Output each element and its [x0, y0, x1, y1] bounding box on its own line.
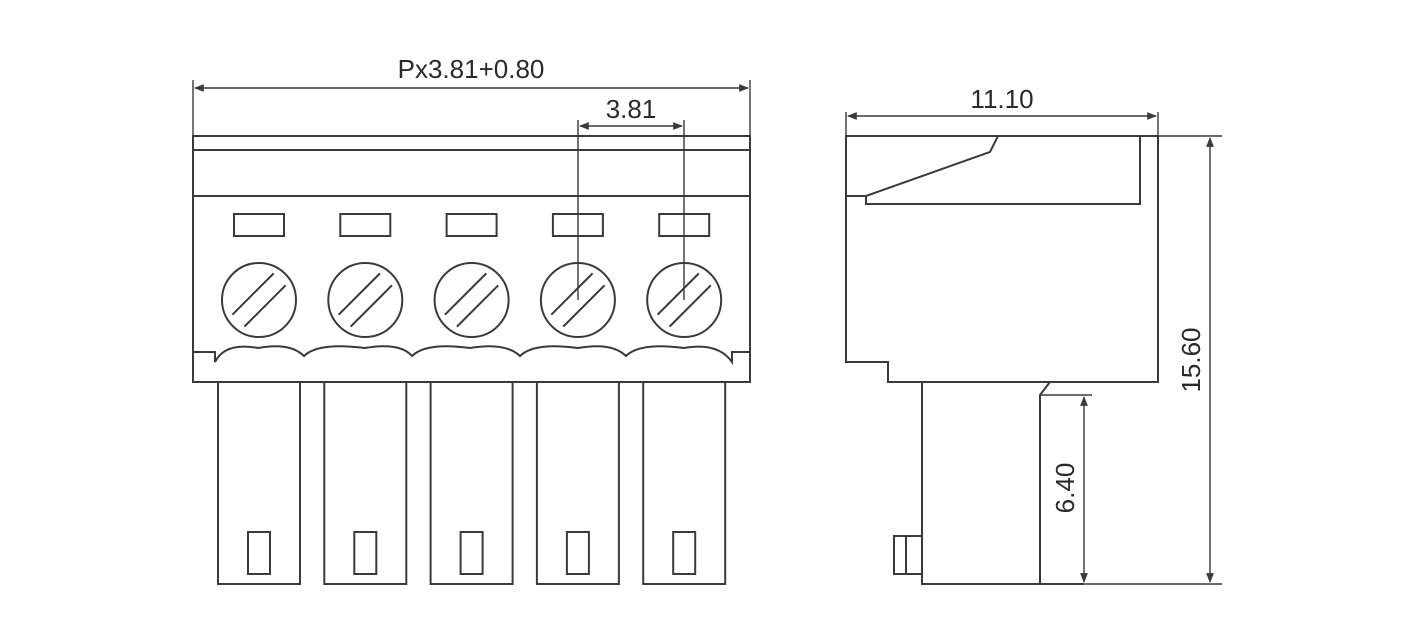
- side-housing: [845, 135, 1159, 383]
- dim-total-height: 15.60: [1084, 135, 1222, 585]
- front-pin: [535, 381, 620, 585]
- front-view: [192, 135, 751, 585]
- dim-side-depth: 11.10: [845, 84, 1159, 150]
- side-pin-step: [1039, 381, 1051, 584]
- front-screws: [221, 262, 723, 338]
- dim-pitch-label: 3.81: [606, 94, 657, 124]
- front-pins: [217, 381, 727, 585]
- side-latch-slope: [865, 135, 999, 197]
- dim-side-depth-label: 11.10: [970, 84, 1033, 114]
- front-pin: [323, 381, 408, 585]
- dim-pin-length-label: 6.40: [1050, 463, 1080, 514]
- dim-pitch: 3.81: [577, 94, 685, 300]
- side-view: [845, 135, 1159, 585]
- dim-overall-width-label: Px3.81+0.80: [398, 54, 545, 84]
- front-pin: [429, 381, 514, 585]
- side-latch: [846, 136, 1141, 205]
- dim-overall-width: Px3.81+0.80: [192, 54, 751, 136]
- front-pin-slot: [247, 531, 271, 575]
- screw-icon: [327, 262, 404, 338]
- front-window: [339, 213, 392, 237]
- front-scallop-edge: [193, 345, 750, 366]
- dim-pin-length: 6.40: [1040, 394, 1092, 583]
- dim-total-height-label: 15.60: [1176, 327, 1206, 392]
- front-pin-slot: [672, 531, 697, 575]
- front-housing: [192, 135, 751, 383]
- screw-icon: [221, 262, 297, 338]
- front-pin-slot: [565, 531, 590, 575]
- front-pin: [642, 381, 727, 585]
- front-window: [233, 213, 285, 237]
- front-pin-slot: [353, 531, 378, 575]
- front-windows: [233, 213, 711, 237]
- screw-icon: [433, 262, 510, 338]
- side-pin-body: [921, 382, 1084, 585]
- front-pin: [217, 381, 301, 585]
- side-small-tab: [893, 535, 922, 575]
- front-window: [445, 213, 498, 237]
- front-pin-slot: [459, 531, 484, 575]
